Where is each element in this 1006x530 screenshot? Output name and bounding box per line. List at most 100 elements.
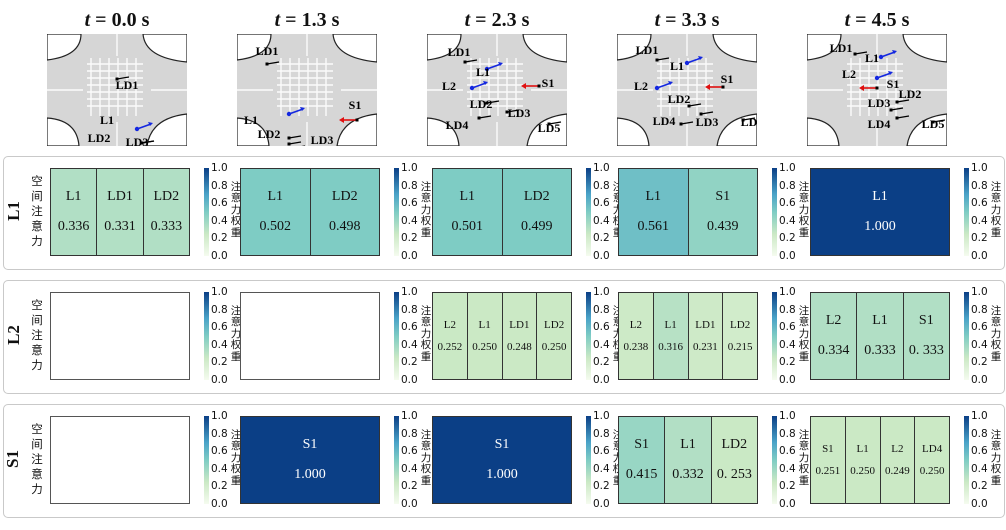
colorbar-title-char: 权: [990, 463, 1002, 476]
scene-label: LD1: [830, 41, 853, 55]
colorbar-title-char: 力: [990, 451, 1002, 464]
colorbar-tick-label: 0.0: [779, 250, 796, 262]
colorbar-tick-label: 0.4: [971, 462, 988, 475]
time-value: 1.3 s: [301, 9, 340, 31]
vehicle-arrow: [288, 135, 302, 139]
scene-label: S1: [887, 77, 900, 91]
vehicle-arrow: [656, 82, 672, 89]
colorbar-title-char: 意: [230, 316, 242, 329]
curb-corner: [522, 33, 568, 63]
colorbar-title-char: 注: [798, 305, 810, 317]
scene-label: LD4: [868, 117, 891, 131]
cell-weight-value: 0.561: [637, 219, 670, 234]
colorbar-tick-label: 1.0: [593, 162, 610, 174]
colorbar-title-char: 重: [990, 350, 1002, 363]
time-variable: t: [464, 9, 476, 31]
colorbar: [772, 168, 777, 256]
heatmap-cell: L2 0.252: [433, 293, 467, 379]
colorbar-title-char: 重: [798, 226, 810, 239]
cell-entity-name: L1: [478, 319, 491, 331]
colorbar-tick-label: 0.4: [401, 338, 418, 351]
colorbar-tick-label: 0.4: [593, 462, 610, 475]
cell-weight-value: 0.334: [817, 343, 850, 358]
cell-entity-name: L1: [856, 443, 869, 455]
colorbar-tick-label: 0.6: [401, 197, 418, 210]
ylabel-char: 力: [31, 358, 43, 372]
cell-weight-value: 0.331: [104, 219, 136, 234]
spatial-attention-label: 空间注意力: [30, 174, 44, 249]
colorbar-tick-label: 0.4: [779, 214, 796, 227]
scene-label: L1: [244, 113, 258, 127]
scene-label: L1: [100, 113, 114, 127]
vehicle-arrow: [880, 51, 896, 58]
ylabel-char: 空: [31, 422, 43, 436]
colorbar-tick-label: 0.4: [971, 214, 988, 227]
colorbar-tick-label: 0.6: [779, 197, 796, 210]
vehicle-marker: [537, 84, 541, 88]
colorbar-tick-label: 0.2: [211, 232, 228, 245]
curb-corner: [146, 113, 188, 147]
cell-weight-value: 0.252: [437, 341, 463, 353]
time-title: t = 3.3 s: [617, 9, 757, 32]
scene-label: LD1: [448, 45, 471, 59]
vehicle-arrow: [288, 141, 302, 145]
vehicle-marker: [699, 112, 703, 116]
attention-heatmap: [240, 292, 380, 380]
time-title: t = 4.5 s: [807, 9, 947, 32]
vehicle-marker: [874, 75, 880, 81]
colorbar-title-char: 意: [990, 192, 1002, 205]
ylabel-char: 力: [31, 234, 43, 248]
colorbar-tick-label: 1.0: [211, 162, 228, 174]
time-title: t = 2.3 s: [427, 9, 567, 32]
cell-entity-name: LD2: [523, 189, 550, 204]
vehicle-arrow: [486, 100, 500, 104]
colorbar-tick-label: 0.8: [593, 179, 610, 192]
vehicle-marker: [895, 116, 899, 120]
colorbar-tick-label: 0.8: [211, 303, 228, 316]
scene-label: L1: [865, 51, 879, 65]
colorbar-tick-label: 0.2: [593, 232, 610, 245]
curb-corner: [236, 33, 272, 61]
colorbar-tick-label: 0.4: [779, 462, 796, 475]
colorbar-tick-label: 0.4: [779, 338, 796, 351]
vehicle-marker: [287, 142, 291, 146]
scene-label: LD3: [126, 135, 149, 146]
colorbar-tick-label: 0.2: [401, 480, 418, 493]
vehicle-marker: [895, 100, 899, 104]
colorbar-title-char: 注: [420, 429, 432, 441]
colorbar-title-char: 重: [990, 474, 1002, 487]
colorbar-tick-label: 0.6: [971, 445, 988, 458]
colorbar-tick-label: 1.0: [211, 410, 228, 422]
ylabel-char: 意: [31, 219, 43, 233]
vehicle-arrow: [288, 108, 304, 115]
curb-corner: [616, 33, 652, 61]
cell-entity-name: L2: [443, 319, 456, 331]
vehicle-arrow: [854, 51, 868, 55]
colorbar-tick-label: 0.0: [401, 498, 418, 510]
colorbar-title-char: 重: [230, 474, 242, 487]
cell-weight-value: 0.501: [451, 219, 484, 234]
time-value: 2.3 s: [491, 9, 530, 31]
vehicle-arrow: [506, 109, 520, 113]
colorbar-title-char: 注: [990, 305, 1002, 317]
colorbar-title-char: 力: [420, 451, 432, 464]
ylabel-char: 空: [31, 174, 43, 188]
colorbar-tick-label: 1.0: [401, 286, 418, 298]
curb-corner: [426, 117, 460, 147]
cell-weight-value: 0.415: [625, 467, 658, 482]
colorbar-tick-label: 0.0: [593, 374, 610, 386]
vehicle-arrow: [471, 82, 487, 89]
vehicle-arrow-head: [148, 122, 153, 126]
